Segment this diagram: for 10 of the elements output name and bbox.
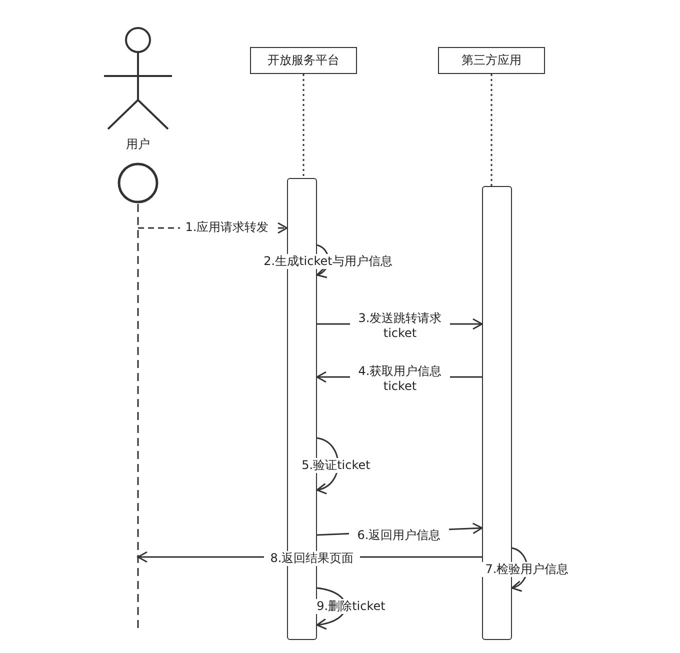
lifeline-header-box: 第三方应用 [438, 47, 545, 74]
lifeline-header-box: 开放服务平台 [250, 47, 357, 74]
entity-circle [117, 162, 159, 204]
message-label: 1.应用请求转发 [180, 220, 274, 235]
lifeline [302, 74, 304, 178]
message-label: 8.返回结果页面 [264, 551, 360, 566]
message-label: 6.返回用户信息 [349, 528, 449, 543]
lifeline [490, 74, 492, 186]
lifeline [137, 204, 139, 630]
actor-name: 用户 [125, 136, 151, 153]
